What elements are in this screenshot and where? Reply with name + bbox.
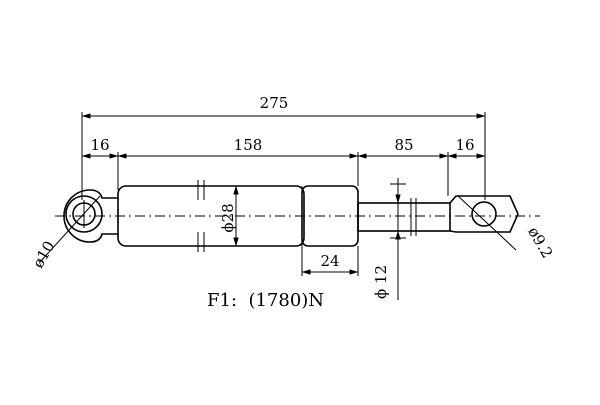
cylinder-break-marks	[197, 180, 205, 252]
right-eye-mount	[449, 195, 519, 251]
right-hole-diameter-label: ø9.2	[524, 224, 556, 261]
left-hole-diameter-label: ø10	[29, 238, 59, 271]
extension-lines	[81, 112, 486, 276]
piston-rod	[357, 202, 451, 232]
dimension-lines	[81, 113, 486, 275]
left-eye-length-label: 16	[90, 136, 109, 154]
cylinder-diameter-label: ϕ28	[219, 203, 237, 232]
rod-diameter-label: ϕ 12	[372, 265, 390, 299]
overall-length-label: 275	[260, 94, 289, 112]
rod-break-marks	[410, 198, 417, 236]
force-note: F1: (1780)N	[207, 290, 324, 311]
left-eye-mount	[39, 189, 118, 263]
right-eye-length-label: 16	[455, 136, 474, 154]
cylinder-body	[117, 185, 305, 247]
end-cap-length-label: 24	[320, 252, 339, 270]
cylinder-length-label: 158	[234, 136, 263, 154]
rod-length-label: 85	[394, 136, 413, 154]
